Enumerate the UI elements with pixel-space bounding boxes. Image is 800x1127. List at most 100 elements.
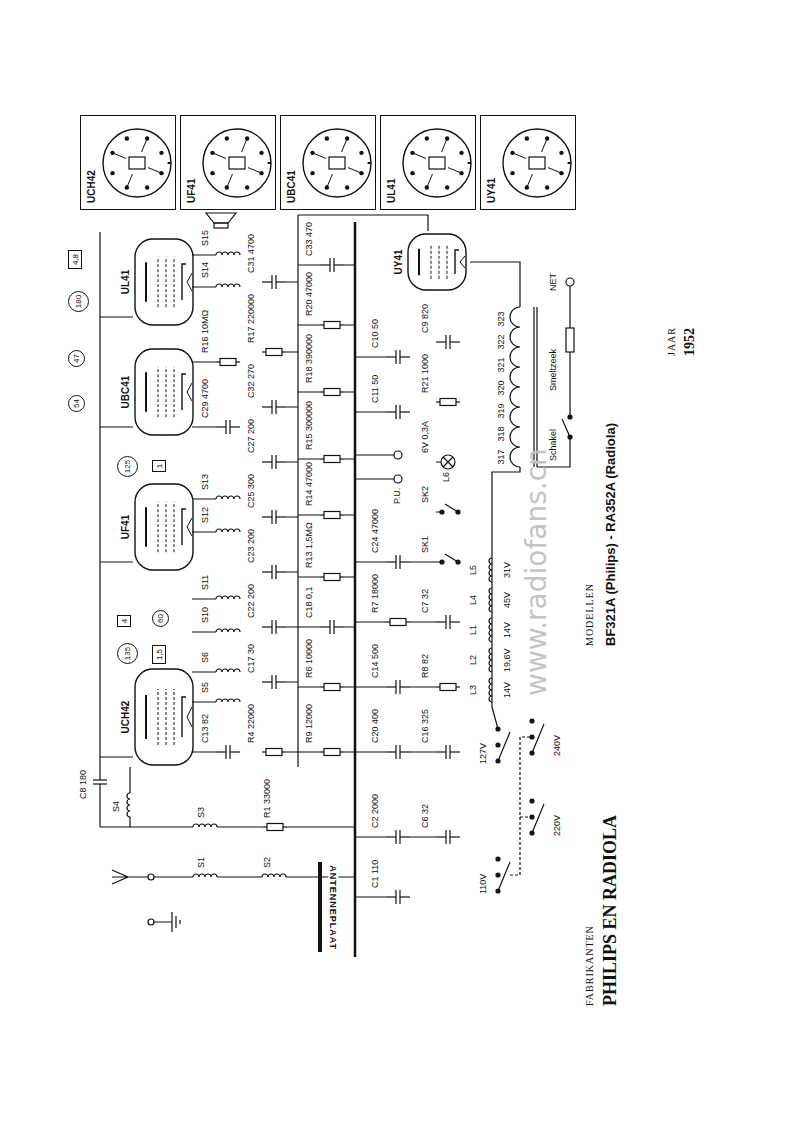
component-label: S11 — [200, 574, 210, 591]
component-label: C1 110 — [370, 859, 380, 889]
socket-key — [268, 162, 271, 164]
component-label: S15 — [200, 229, 210, 247]
rails — [297, 215, 298, 767]
tube-socket-diagram: UCH42 — [80, 115, 176, 210]
heater-label: 45V — [502, 591, 512, 609]
power-transformer — [510, 307, 520, 467]
antenna-circuit — [112, 870, 148, 884]
tube-envelope — [407, 232, 467, 292]
row-d-parts — [386, 830, 410, 844]
test-value-box: 4,8 — [68, 250, 82, 269]
component-label: C31 4700 — [246, 233, 256, 274]
tube-symbol: UL41 — [115, 237, 194, 327]
power-transformer — [470, 262, 520, 307]
socket-pin — [310, 171, 314, 175]
socket-drawing — [200, 117, 274, 209]
component-label: S6 — [200, 651, 210, 664]
pin-wire — [427, 174, 433, 188]
row-a-parts — [192, 255, 216, 752]
socket-pin — [459, 151, 463, 155]
component-label: R16 10MΩ — [200, 309, 210, 354]
rails — [298, 215, 428, 231]
component-label: C24 47000 — [370, 508, 380, 554]
heater-label: L6 — [441, 471, 451, 483]
heater-chain — [489, 558, 492, 582]
pin-wire — [412, 153, 426, 159]
row-a-parts — [216, 596, 240, 599]
component-label: C22 200 — [246, 583, 256, 619]
grid — [174, 257, 175, 307]
row-d-parts — [355, 455, 394, 479]
socket-outline — [203, 129, 271, 197]
socket-pin — [445, 185, 449, 189]
component-label: R4 22000 — [246, 703, 256, 744]
row-d-parts — [386, 555, 410, 569]
antenna-circuit — [148, 874, 154, 880]
heater — [187, 273, 192, 291]
component-label: R6 10000 — [304, 638, 314, 679]
pin-wire — [442, 138, 448, 152]
row-b-parts — [262, 749, 286, 756]
power-transformer — [568, 415, 572, 419]
row-c-parts — [320, 258, 344, 272]
socket-pin — [225, 136, 229, 140]
voltage-circle: 125 — [117, 456, 138, 477]
socket-drawing — [400, 117, 474, 209]
row-e-parts — [436, 745, 460, 759]
pin-wire — [242, 138, 248, 152]
heater — [187, 383, 192, 401]
heater-chain — [489, 648, 492, 672]
voltage-selector — [530, 719, 534, 723]
row-a-parts — [216, 496, 240, 499]
heater-label: L1 — [468, 624, 478, 636]
value-text: 135 — [123, 647, 132, 660]
switch-label: NET — [548, 272, 558, 292]
socket-pin — [110, 151, 114, 155]
electrode-system — [329, 157, 345, 169]
antenna-circuit — [154, 876, 355, 877]
power-transformer — [534, 307, 537, 467]
socket-pin — [210, 151, 214, 155]
row-b-parts — [286, 282, 298, 752]
tube-glass — [408, 234, 466, 290]
antenna-circuit — [193, 874, 217, 877]
voltage-selector — [496, 727, 500, 731]
socket-pin — [410, 171, 414, 175]
cathode — [182, 697, 186, 737]
socket-pin — [145, 185, 149, 189]
component-label: R1 33000 — [262, 778, 272, 819]
heater-label: 14V — [502, 681, 512, 699]
rails — [100, 317, 133, 757]
switch-label: Smeltzeek — [548, 348, 558, 392]
voltage-selector — [530, 735, 534, 739]
row-b-parts — [262, 275, 298, 756]
rails — [99, 232, 100, 770]
voltage-selector — [496, 873, 500, 877]
grid — [174, 502, 175, 552]
voltage-label: 220V — [552, 814, 562, 837]
row-e-parts — [436, 615, 460, 629]
component-label: C32 270 — [246, 363, 256, 399]
voltage-circle: 135 — [117, 643, 138, 664]
socket-pin — [559, 171, 563, 175]
anode — [418, 249, 420, 275]
test-value-box: 1 — [152, 460, 166, 472]
power-transformer — [566, 278, 574, 286]
antenna-circuit — [193, 824, 217, 827]
tube-label: UF41 — [120, 513, 132, 541]
socket-pin — [325, 136, 329, 140]
heater — [460, 256, 465, 268]
voltage-selector — [498, 862, 510, 891]
socket-pin — [525, 136, 529, 140]
row-a-parts — [216, 669, 240, 672]
cathode — [182, 264, 186, 300]
tube-envelope — [134, 237, 194, 327]
row-b-parts — [262, 565, 286, 579]
tube-glass — [135, 349, 193, 435]
tube-label: UY41 — [393, 248, 405, 277]
grid — [166, 257, 167, 307]
component-label: S14 — [200, 261, 210, 279]
socket-pin — [510, 151, 514, 155]
row-e-parts — [436, 504, 458, 512]
socket-key — [468, 162, 471, 164]
